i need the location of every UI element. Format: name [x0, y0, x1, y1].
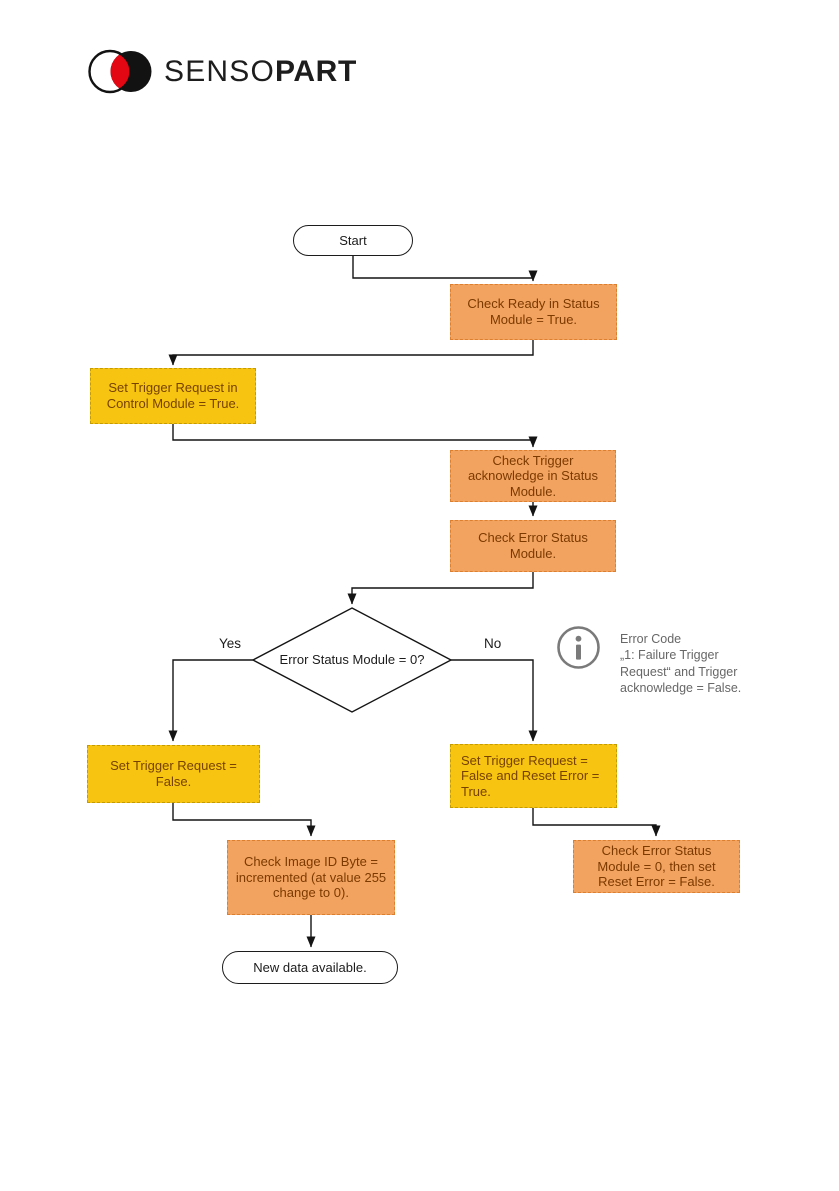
yes-branch-label: Yes: [219, 636, 242, 651]
new-data-terminator: New data available.: [222, 951, 398, 984]
no-branch-label: No: [484, 636, 502, 651]
edge-start-to-check-ready: [352, 256, 538, 282]
edge-decision-yes: [168, 659, 253, 742]
note-line: acknowledge = False.: [620, 680, 742, 695]
edge-reset-to-check-error-reset: [532, 808, 661, 837]
note-line: Request“ and Trigger: [620, 664, 738, 679]
edge-check-ready-to-set-trigger: [168, 340, 534, 366]
info-icon: [557, 626, 600, 669]
check-error-reset-step: Check Error Status Module = 0, then set …: [573, 840, 740, 893]
logo-circles-icon: [88, 49, 152, 94]
set-trigger-request-step: Set Trigger Request in Control Module = …: [90, 368, 256, 424]
logo-text-part: PART: [275, 54, 357, 88]
note-line: „1: Failure Trigger: [620, 648, 719, 663]
check-image-id-step: Check Image ID Byte = incremented (at va…: [227, 840, 395, 915]
note-line: Error Code: [620, 632, 682, 646]
edge-set-trigger-to-check-ack: [172, 424, 538, 448]
check-trigger-acknowledge-step: Check Trigger acknowledge in Status Modu…: [450, 450, 616, 502]
set-trigger-false-reset-error-step: Set Trigger Request = False and Reset Er…: [450, 744, 617, 808]
edge-false-to-check-image-id: [172, 803, 316, 837]
sensopart-logo: SENSOPART: [84, 49, 357, 94]
edge-check-error-to-decision: [347, 572, 534, 605]
logo-wordmark: SENSOPART: [164, 55, 357, 89]
edge-decision-no: [451, 659, 538, 742]
check-error-status-step: Check Error Status Module.: [450, 520, 616, 572]
check-ready-step: Check Ready in Status Module = True.: [450, 284, 617, 340]
decision-label: Error Status Module = 0?: [279, 652, 425, 668]
error-code-note: Error Code „1: Failure Trigger Request“ …: [620, 631, 770, 696]
logo-text-senso: SENSO: [164, 54, 276, 88]
set-trigger-false-step: Set Trigger Request = False.: [87, 745, 260, 803]
start-terminator: Start: [293, 225, 413, 256]
